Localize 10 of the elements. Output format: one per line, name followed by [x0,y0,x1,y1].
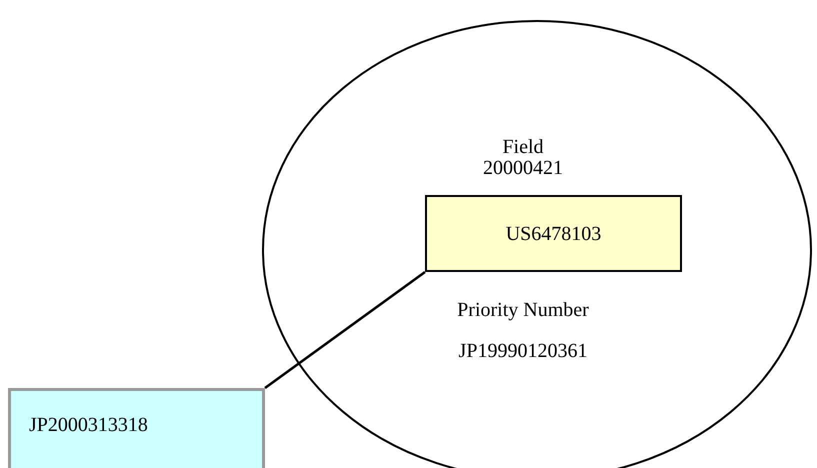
node-text: Field [501,135,545,159]
label-box [425,195,682,272]
node-text: JP2000313318 [29,413,148,437]
node-text: Priority Number [456,298,590,322]
ellipse-region [262,20,812,468]
node-text: US6478103 [504,222,602,246]
node-text: 20000421 [482,156,564,180]
connector-line [264,270,426,390]
node-text: JP19990120361 [458,339,588,363]
label-box [8,388,265,468]
